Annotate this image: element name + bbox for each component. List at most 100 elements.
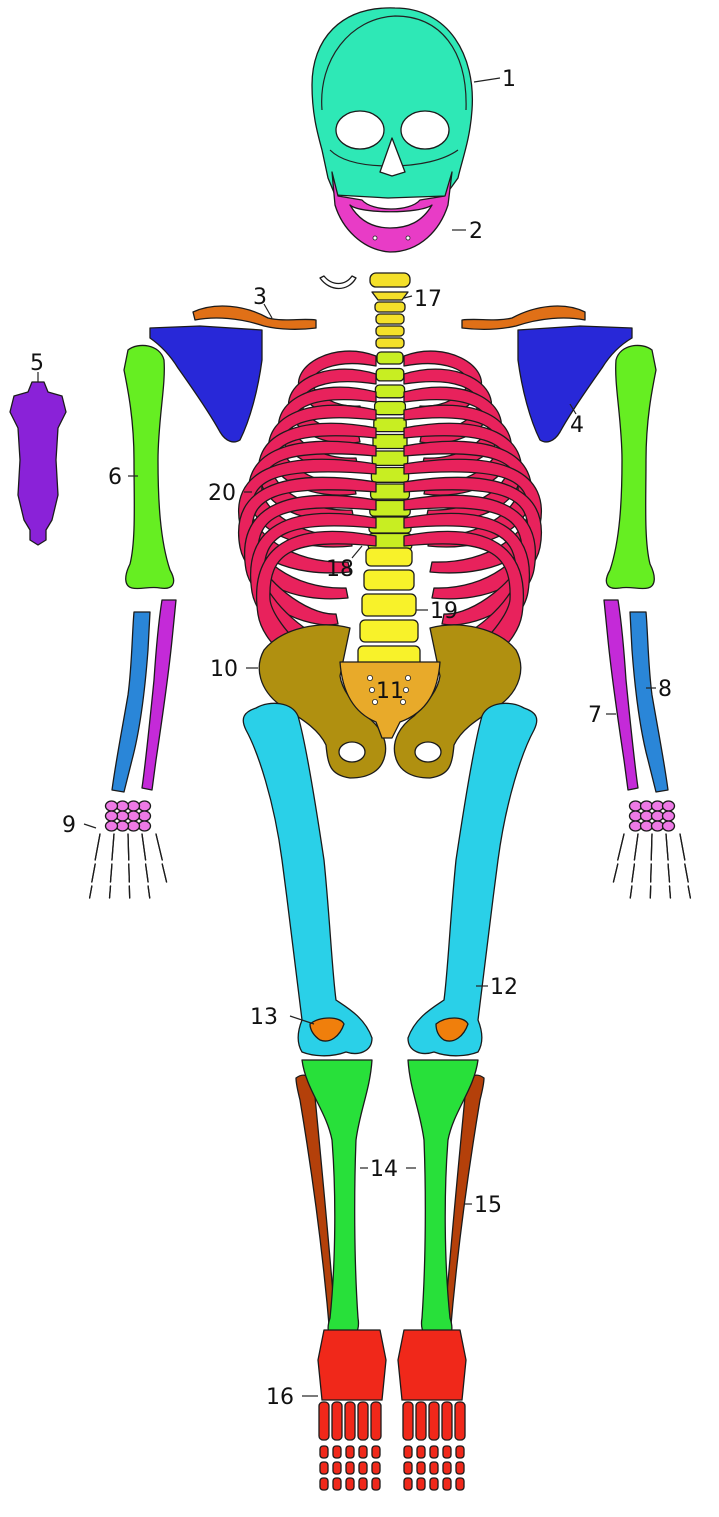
phalanx: [148, 886, 150, 898]
label-11: 11: [376, 679, 404, 704]
thoracic-vertebra: [373, 435, 407, 449]
label-7: 7: [588, 703, 602, 728]
label-12: 12: [490, 975, 518, 1000]
toe-phalanx: [443, 1446, 451, 1458]
thoracic-vertebra: [374, 418, 406, 432]
metatarsal: [345, 1402, 355, 1440]
thoracic-vertebra: [375, 402, 406, 415]
carpal-bone: [106, 801, 118, 811]
right-eye-orbit: [401, 111, 449, 149]
label-19: 19: [430, 599, 458, 624]
foot-right: [398, 1330, 466, 1490]
carpal-bone: [641, 821, 653, 831]
phalanx: [651, 834, 652, 860]
carpal-bone: [128, 811, 140, 821]
phalanx: [688, 886, 690, 898]
carpal-bone: [106, 811, 118, 821]
toe-phalanx: [430, 1462, 438, 1474]
phalanx: [110, 886, 111, 898]
skull: [312, 8, 472, 198]
thoracic-vertebra: [371, 468, 408, 483]
toe-phalanx: [320, 1462, 328, 1474]
cervical-vertebrae: [370, 273, 410, 348]
toe-phalanx: [372, 1478, 380, 1490]
carpal-bone: [663, 821, 675, 831]
label-13: 13: [250, 1005, 278, 1030]
label-14: 14: [370, 1157, 398, 1182]
carpal-bone: [652, 821, 664, 831]
toe-phalanx: [359, 1478, 367, 1490]
phalanx: [632, 864, 634, 882]
toe-phalanx: [443, 1478, 451, 1490]
carpal-bone: [128, 801, 140, 811]
metatarsal: [455, 1402, 465, 1440]
phalanx: [630, 886, 632, 898]
metatarsal: [429, 1402, 439, 1440]
clavicle-right: [462, 306, 585, 329]
metatarsal: [371, 1402, 381, 1440]
phalanx: [92, 864, 95, 882]
obturator-right: [415, 742, 441, 762]
toe-phalanx: [333, 1446, 341, 1458]
label-6: 6: [108, 465, 122, 490]
carpal-bone: [128, 821, 140, 831]
toe-phalanx: [346, 1478, 354, 1490]
phalanx: [670, 886, 671, 898]
phalanx: [90, 886, 92, 898]
toe-phalanx: [372, 1446, 380, 1458]
carpal-bone: [117, 821, 129, 831]
label-4: 4: [570, 413, 584, 438]
label-9: 9: [62, 813, 76, 838]
carpal-bone: [641, 801, 653, 811]
phalanx: [634, 834, 638, 860]
phalanx: [146, 864, 148, 882]
toe-phalanx: [443, 1462, 451, 1474]
label-2: 2: [469, 219, 483, 244]
label-3: 3: [253, 285, 267, 310]
thoracic-vertebra: [376, 369, 404, 381]
label-5: 5: [30, 351, 44, 376]
label-17: 17: [414, 287, 442, 312]
toe-phalanx: [333, 1478, 341, 1490]
obturator-left: [339, 742, 365, 762]
label-18: 18: [326, 557, 354, 582]
toe-phalanx: [346, 1462, 354, 1474]
phalanx: [112, 834, 114, 860]
humerus-right: [606, 345, 656, 588]
thoracic-vertebra: [375, 385, 404, 398]
carpal-bone: [106, 821, 118, 831]
phalanx: [110, 864, 111, 882]
label-20: 20: [208, 481, 236, 506]
toe-phalanx: [430, 1478, 438, 1490]
left-eye-orbit: [336, 111, 384, 149]
toe-phalanx: [404, 1446, 412, 1458]
carpal-bone: [117, 801, 129, 811]
hand-left: [90, 801, 167, 898]
carpal-bone: [663, 801, 675, 811]
phalanx: [162, 864, 166, 882]
metatarsal: [416, 1402, 426, 1440]
tarsal-block: [318, 1330, 386, 1400]
toe-phalanx: [404, 1478, 412, 1490]
metatarsal: [442, 1402, 452, 1440]
phalanx: [95, 834, 100, 860]
carpal-bone: [630, 801, 642, 811]
carpal-bone: [117, 811, 129, 821]
thoracic-vertebra: [377, 352, 403, 364]
hyoid: [320, 276, 356, 289]
toe-phalanx: [417, 1478, 425, 1490]
toe-phalanx: [417, 1462, 425, 1474]
label-1: 1: [502, 67, 516, 92]
toe-phalanx: [359, 1446, 367, 1458]
thoracic-vertebra: [372, 451, 408, 465]
toe-phalanx: [456, 1478, 464, 1490]
phalanx: [156, 834, 162, 860]
tarsal-block: [398, 1330, 466, 1400]
phalanx: [142, 834, 146, 860]
metatarsal: [332, 1402, 342, 1440]
carpal-bone: [139, 801, 151, 811]
carpal-bone: [641, 811, 653, 821]
phalanx: [680, 834, 685, 860]
